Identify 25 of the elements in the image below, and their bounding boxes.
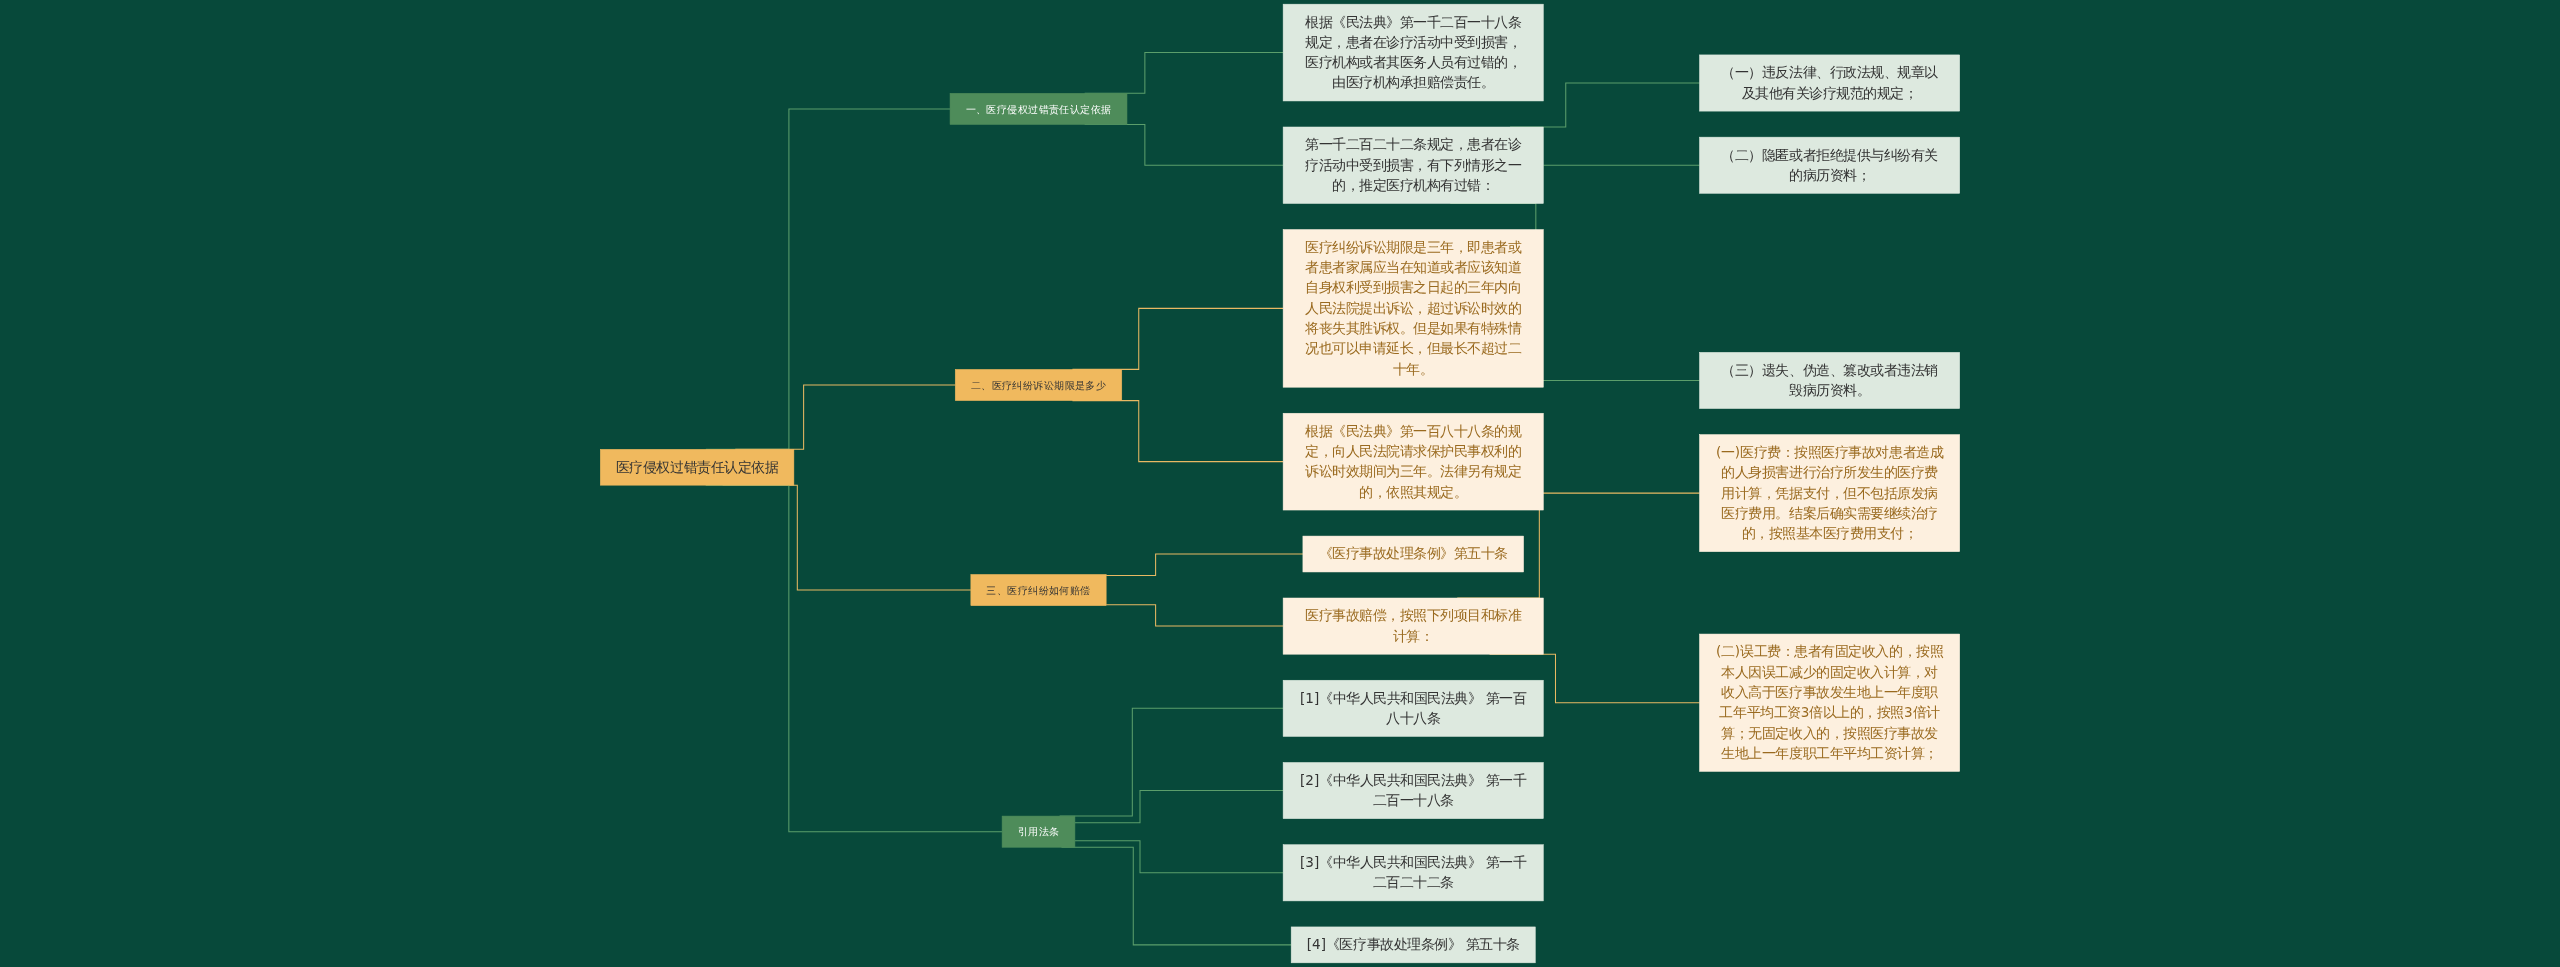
node-box: 医疗侵权过错责任认定依据 (600, 449, 795, 486)
node-box: 二、医疗纠纷诉讼期限是多少 (955, 369, 1123, 401)
node-box: (一)医疗费：按照医疗事故对患者造成的人身损害进行治疗所发生的医疗费用计算，凭据支付，但不包括原发病医疗费用。结案后确实需要继续治疗的，按照基本医疗费用支付； (1699, 434, 1960, 552)
connector (1105, 604, 1284, 627)
node-box: 三、医疗纠纷如何赔偿 (970, 574, 1107, 606)
connector (1074, 840, 1284, 874)
node-box: 第一千二百二十二条规定，患者在诊疗活动中受到损害，有下列情形之一的，推定医疗机构有过错： (1282, 126, 1544, 204)
node-box: [1]《中华人民共和国民法典》 第一百八十八条 (1282, 679, 1544, 737)
node-box: 根据《民法典》第一千二百一十八条规定，患者在诊疗活动中受到损害，医疗机构或者其医务人员有过错的，由医疗机构承担赔偿责任。 (1282, 3, 1544, 102)
node-box: 引用法条 (1001, 815, 1076, 848)
node-box: （二）隐匿或者拒绝提供与纠纷有关的病历资料； (1699, 136, 1960, 194)
node-box: [3]《中华人民共和国民法典》 第一千二百二十二条 (1282, 844, 1544, 902)
node-box: [4]《医疗事故处理条例》 第五十条 (1290, 926, 1536, 964)
node-box: 根据《民法典》第一百八十八条的规定，向人民法院请求保护民事权利的诉讼时效期间为三年。法律另有规定的，依照其规定。 (1282, 413, 1544, 511)
connector (1542, 164, 1700, 166)
node-box: 一、医疗侵权过错责任认定依据 (949, 93, 1128, 125)
node-box: （一）违反法律、行政法规、规章以及其他有关诊疗规范的规定； (1699, 54, 1960, 112)
node-box: (二)误工费：患者有固定收入的，按照本人因误工减少的固定收入计算，对收入高于医疗事故发生地上一年度职工年平均工资3倍以上的，按照3倍计算；无固定收入的，按照医疗事故发生地上一年度职工年平均工资计算； (1699, 633, 1960, 772)
node-box: 《医疗事故处理条例》第五十条 (1302, 535, 1524, 573)
node-box: 医疗事故赔偿，按照下列项目和标准计算： (1282, 597, 1544, 655)
node-box: （三）遗失、伪造、篡改或者违法销毁病历资料。 (1699, 352, 1960, 409)
connector (1074, 790, 1284, 824)
node-box: 医疗纠纷诉讼期限是三年，即患者或者患者家属应当在知道或者应该知道自身权利受到损害之日起的三年内向人民法院提出诉讼，超过诉讼时效的将丧失其胜诉权。但是如果有特殊情况也可以申请延长，但最长不超过二十年。 (1282, 229, 1544, 388)
node-box: [2]《中华人民共和国民法典》 第一千二百一十八条 (1282, 762, 1544, 819)
connector (1105, 553, 1304, 576)
